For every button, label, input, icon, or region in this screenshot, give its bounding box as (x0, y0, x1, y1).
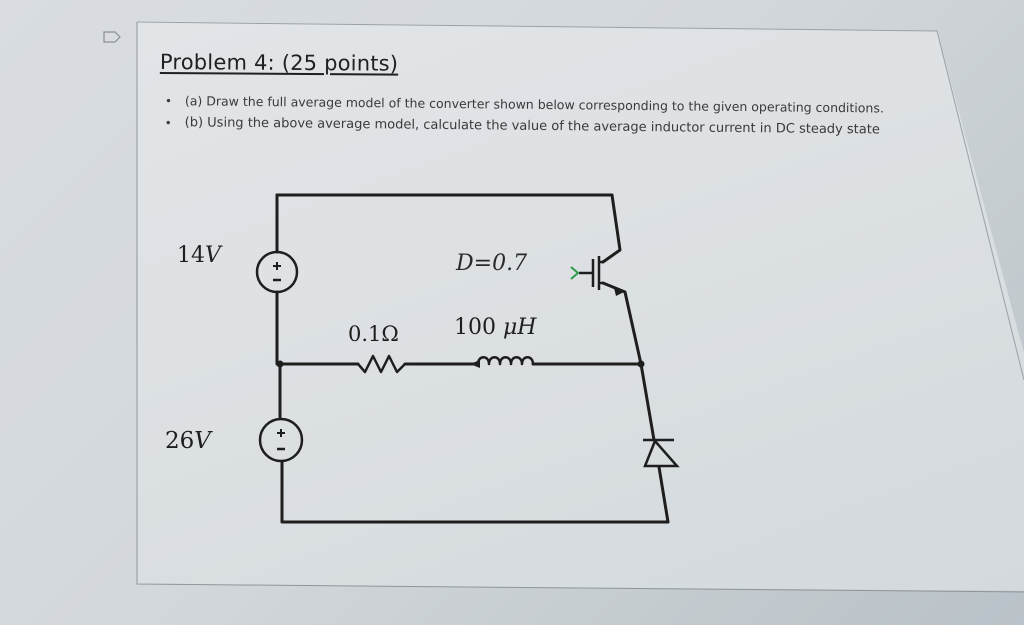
source-bottom-value: 26 (165, 428, 195, 454)
junction-node-right (637, 360, 645, 368)
inductor-label: 100 μH (454, 315, 536, 340)
source-top-label: 14V (177, 243, 221, 268)
duty-cycle-label: D=0.7 (456, 251, 528, 276)
source-bottom-label: 26V (165, 428, 211, 454)
emitter-arrow-icon (614, 288, 624, 296)
resistor-label: 0.1Ω (348, 322, 399, 346)
source-top-value: 14 (177, 243, 205, 268)
inductor-value: 100 (454, 315, 496, 340)
diode-icon (643, 438, 680, 468)
gate-signal-icon (570, 266, 580, 280)
current-arrow-icon (470, 360, 480, 368)
source-top-unit: V (205, 243, 221, 268)
wire-diode-upper (639, 362, 656, 442)
dc-voltage-source-icon (258, 417, 304, 463)
igbt-transistor-icon (579, 256, 603, 290)
wire-switch-emitter (601, 281, 643, 366)
junction-node-left (276, 360, 284, 368)
resistor-icon (356, 354, 407, 374)
wire-diode-lower (657, 465, 670, 524)
source-bottom-unit: V (194, 428, 211, 454)
inductor-icon (476, 356, 535, 366)
inductor-unit: μH (503, 315, 537, 340)
slide-marker-icon (103, 31, 121, 43)
dc-voltage-source-icon (255, 250, 299, 294)
wire-bottom (280, 460, 670, 524)
wire-switch-collector (601, 193, 622, 264)
